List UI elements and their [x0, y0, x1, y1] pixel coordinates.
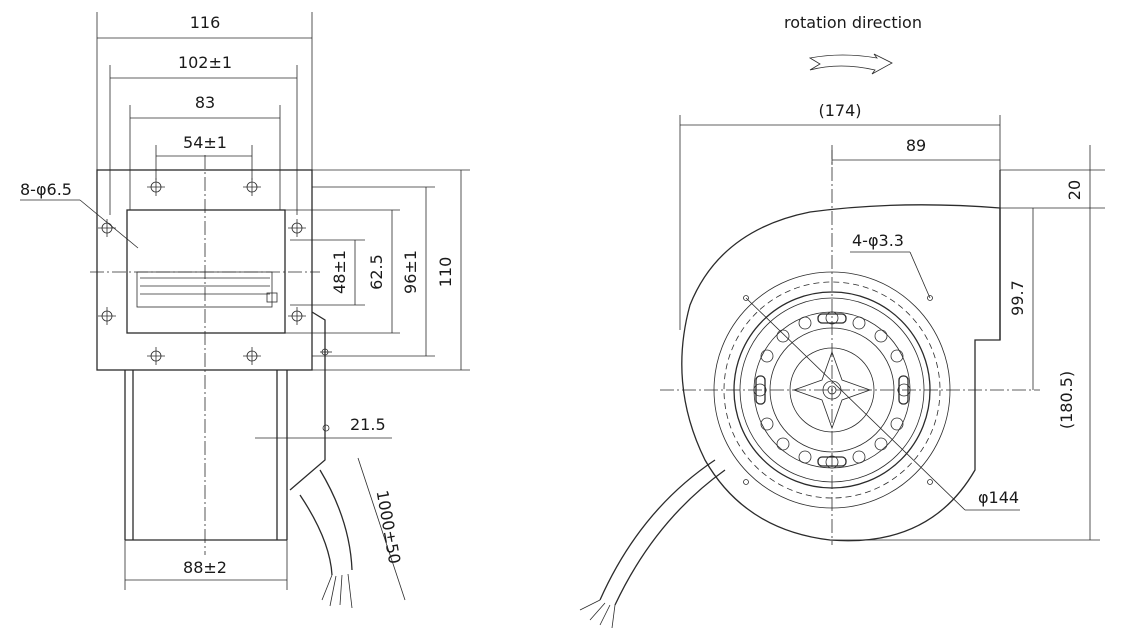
label-48: 48±1 — [330, 250, 349, 294]
label-21: 21.5 — [350, 415, 386, 434]
dim-h-48: 48±1 — [290, 239, 365, 306]
label-89: 89 — [906, 136, 926, 155]
label-144: φ144 — [978, 488, 1019, 507]
label-62: 62.5 — [367, 254, 386, 290]
mounting-holes — [98, 178, 306, 365]
label-99: 99.7 — [1008, 280, 1027, 316]
dim-offset-89: 89 — [831, 136, 1000, 165]
front-view: rotation direction — [579, 13, 1105, 629]
label-54: 54±1 — [183, 133, 227, 152]
label-110: 110 — [436, 257, 455, 288]
label-1000: 1000±50 — [373, 489, 405, 566]
dim-overall-height: (180.5) — [830, 371, 1100, 541]
label-88: 88±2 — [183, 558, 227, 577]
label-8-holes: 8-φ6.5 — [20, 180, 72, 199]
label-116: 116 — [190, 13, 221, 32]
dim-cable: 1000±50 — [357, 457, 406, 601]
scroll-housing — [681, 204, 1001, 542]
dim-height-99: 99.7 — [1008, 208, 1034, 390]
dim-h-62: 62.5 — [280, 209, 400, 334]
dim-width-102: 102±1 — [109, 53, 298, 215]
label-20: 20 — [1065, 180, 1084, 200]
dim-hole-pitch: 54±1 — [155, 133, 253, 180]
mounting-flange — [96, 169, 313, 371]
label-174: (174) — [818, 101, 861, 120]
dim-h-110: 110 — [312, 169, 470, 371]
dim-h-96: 96±1 — [312, 186, 435, 357]
label-4-holes: 4-φ3.3 — [852, 231, 904, 250]
callout-diameter: φ144 — [745, 297, 1020, 511]
side-view: 116 102±1 83 54±1 8-φ6.5 — [20, 12, 470, 609]
callout-screw-holes: 4-φ3.3 — [850, 231, 931, 299]
label-102: 102±1 — [178, 53, 232, 72]
motor-band — [136, 271, 273, 308]
dim-overall-width: (174) — [679, 101, 1001, 330]
dim-width-116: 116 — [96, 12, 313, 170]
label-96: 96±1 — [401, 250, 420, 294]
callout-holes: 8-φ6.5 — [20, 180, 139, 249]
rotation-arrow — [808, 53, 893, 75]
fan-body — [126, 209, 286, 334]
label-83: 83 — [195, 93, 215, 112]
dim-outlet: 88±2 — [124, 540, 288, 590]
dim-offset-21: 21.5 — [255, 415, 392, 439]
dim-top-20: 20 — [1000, 145, 1105, 540]
label-180: (180.5) — [1057, 371, 1076, 429]
dim-width-83: 83 — [129, 93, 281, 210]
rotation-label: rotation direction — [784, 13, 922, 32]
